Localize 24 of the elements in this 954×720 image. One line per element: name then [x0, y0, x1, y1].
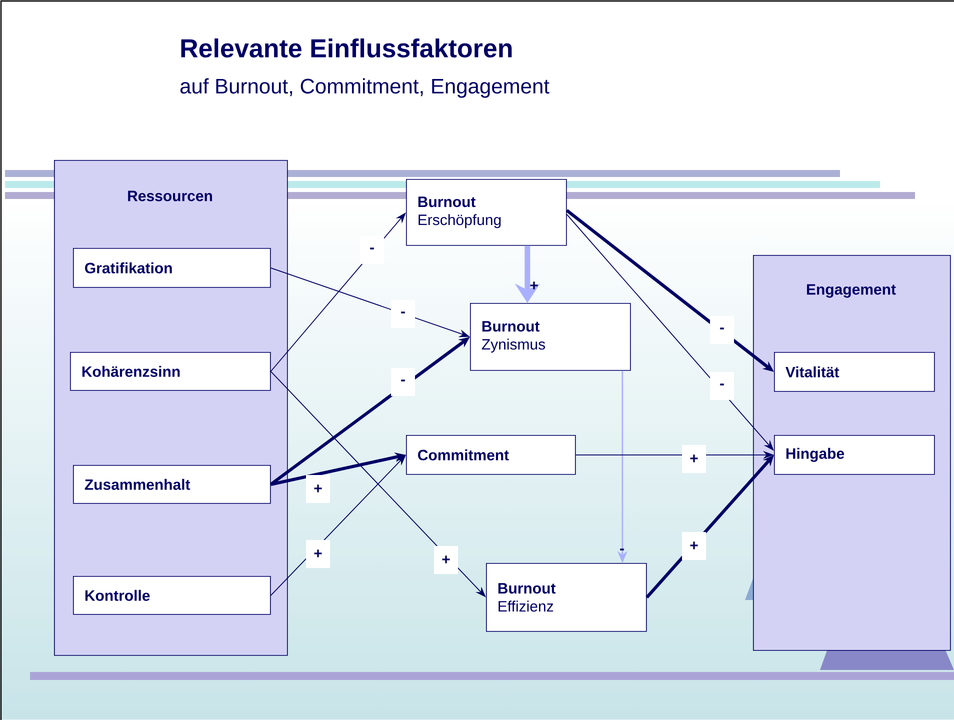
edge-label: +: [306, 475, 330, 503]
box: Zusammenhalt: [73, 465, 271, 504]
edge-label: -: [360, 236, 384, 264]
edge-label: +: [682, 445, 706, 473]
box: Gratifikation: [73, 248, 271, 288]
box: Burnout Effizienz: [486, 563, 647, 632]
title: Relevante Einflussfaktoren: [181, 38, 512, 58]
edge-label: +: [530, 282, 538, 290]
box: Burnout Zynismus: [470, 303, 631, 371]
edge-label: -: [710, 316, 734, 344]
edge-label: +: [682, 532, 706, 560]
edge-label: +: [434, 546, 458, 574]
edge-label: -: [620, 548, 624, 550]
box: Burnout Erschöpfung: [406, 179, 567, 246]
subtitle: auf Burnout, Commitment, Engagement: [180, 78, 550, 98]
box: Kohärenzsinn: [70, 352, 271, 391]
edge-label: -: [710, 372, 734, 400]
box: Hingabe: [774, 435, 935, 475]
edge-label: -: [391, 368, 415, 396]
box: Kontrolle: [73, 576, 271, 615]
box: Vitalität: [774, 352, 935, 392]
edge-label: +: [306, 540, 330, 568]
edge-label: -: [391, 300, 415, 328]
box: Commitment: [406, 435, 576, 475]
